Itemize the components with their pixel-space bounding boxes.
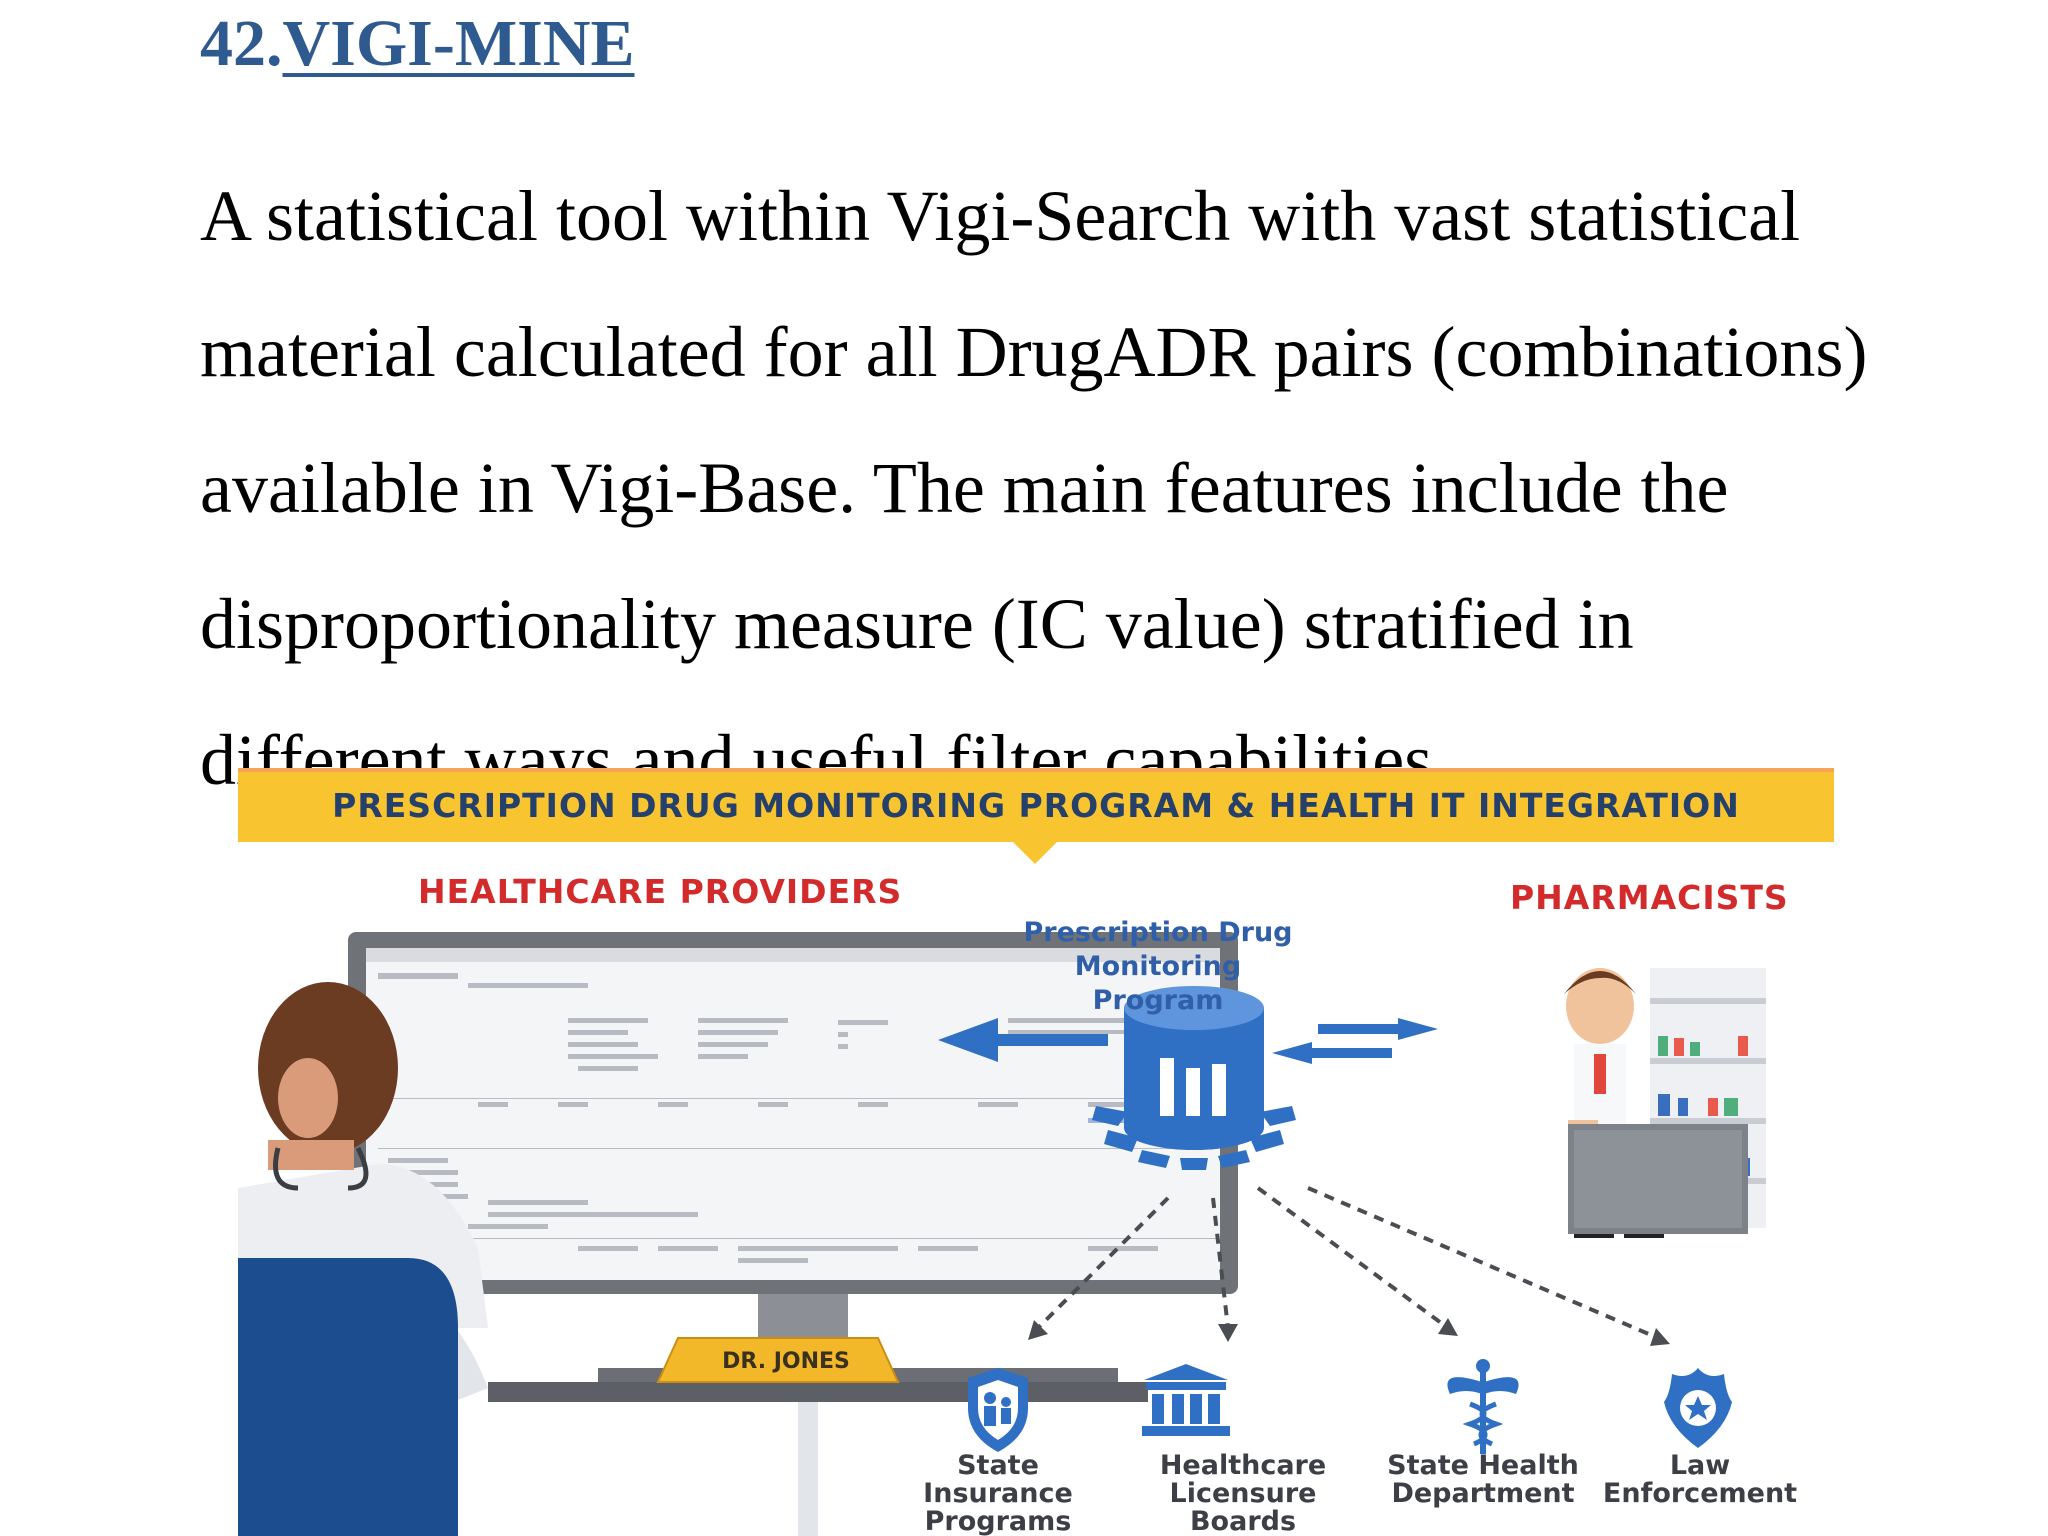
pdmp-label-line-1: Prescription Drug (1023, 917, 1293, 948)
pdmp-label: Prescription Drug Monitoring Program (1018, 916, 1298, 1018)
police-badge-icon (1664, 1368, 1732, 1448)
agency-line-2: Programs (924, 1506, 1072, 1536)
infographic-banner: PRESCRIPTION DRUG MONITORING PROGRAM & H… (238, 768, 1834, 842)
pdmp-label-line-2: Monitoring Program (1074, 951, 1242, 1016)
pdmp-infographic: PRESCRIPTION DRUG MONITORING PROGRAM & H… (238, 768, 1834, 1536)
agency-line-2: Enforcement (1602, 1478, 1798, 1509)
arrow-heads (1028, 1318, 1670, 1346)
agency-line-1: Healthcare (1159, 1450, 1327, 1481)
pharmacists-label: PHARMACISTS (1510, 878, 1789, 917)
caduceus-icon (1447, 1359, 1519, 1454)
agency-line-2: Licensure Boards (1169, 1478, 1317, 1536)
agency-licensure-boards: Healthcare Licensure Boards (1118, 1452, 1368, 1536)
banner-title: PRESCRIPTION DRUG MONITORING PROGRAM & H… (332, 786, 1740, 825)
agency-line-2: Department (1391, 1478, 1575, 1509)
agency-state-health: State Health Department (1378, 1452, 1588, 1508)
section-number: 42. (200, 7, 283, 80)
data-flow-arrows (938, 1018, 1438, 1064)
paragraph-line-3: available in Vigi-Base. The main feature… (200, 448, 1729, 528)
courthouse-icon (1142, 1364, 1230, 1436)
database-icon (1092, 986, 1296, 1170)
agency-line-1: Law (1669, 1450, 1731, 1481)
doctor-illustration (238, 982, 488, 1536)
healthcare-providers-label: HEALTHCARE PROVIDERS (418, 872, 903, 911)
agency-line-1: State Insurance (923, 1450, 1073, 1509)
paragraph-line-2: material calculated for all DrugADR pair… (200, 312, 1868, 392)
paragraph-line-4: disproportionality measure (IC value) st… (200, 584, 1634, 664)
agency-state-insurance: State Insurance Programs (878, 1452, 1118, 1536)
doctor-nameplate: DR. JONES (722, 1349, 850, 1374)
pharmacist-illustration (1564, 968, 1766, 1238)
paragraph-line-1: A statistical tool within Vigi-Search wi… (200, 176, 1801, 256)
infographic-graphics (238, 932, 1766, 1536)
banner-notch (1013, 842, 1057, 864)
agency-line-1: State Health (1387, 1450, 1579, 1481)
section-title-link[interactable]: VIGI-MINE (282, 7, 635, 80)
shield-family-icon (968, 1368, 1028, 1452)
description-paragraph: A statistical tool within Vigi-Search wi… (200, 148, 2030, 828)
distribution-arrows (1036, 1186, 1659, 1340)
agency-law-enforcement: Law Enforcement (1600, 1452, 1800, 1508)
section-heading: 42.VIGI-MINE (200, 4, 635, 84)
